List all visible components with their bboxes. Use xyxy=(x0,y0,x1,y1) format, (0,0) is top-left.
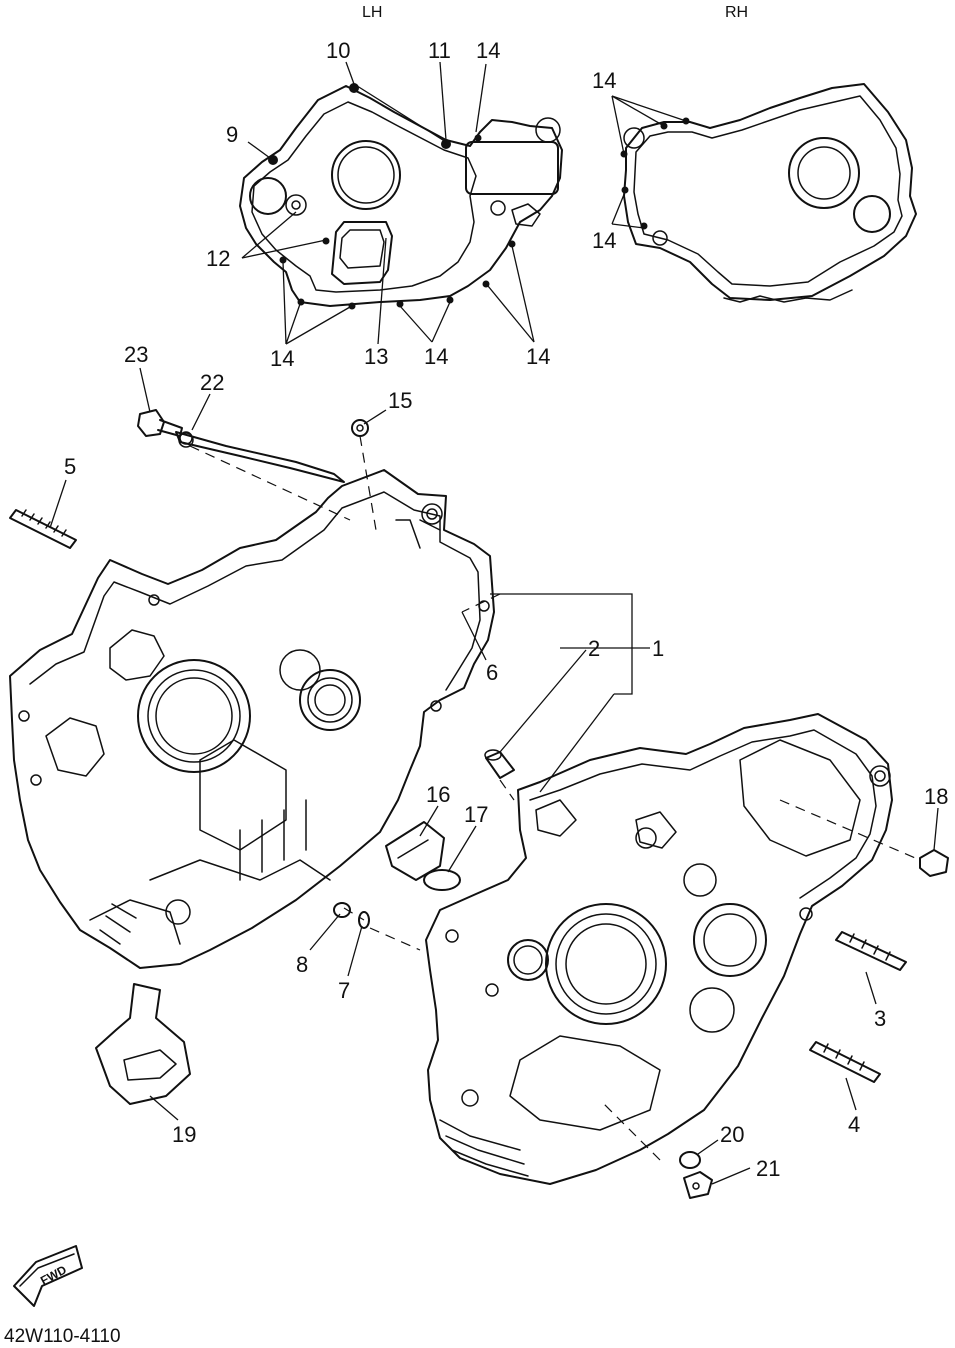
callout-17: 17 xyxy=(464,802,488,827)
callout-16: 16 xyxy=(426,782,450,807)
left-crankcase-half xyxy=(9,431,495,969)
callout-14-b: 14 xyxy=(270,346,294,371)
callout-22: 22 xyxy=(200,370,224,395)
rh-label: RH xyxy=(725,4,748,21)
lh-gasket xyxy=(239,83,563,310)
assembly-lines xyxy=(189,435,921,1161)
callout-19: 19 xyxy=(172,1122,196,1147)
callouts: 10 11 14 9 12 14 13 14 14 14 14 23 22 15… xyxy=(64,38,948,1181)
callout-7: 7 xyxy=(338,978,350,1003)
callout-5: 5 xyxy=(64,454,76,479)
dowel-pin-2 xyxy=(484,749,515,779)
callout-11: 11 xyxy=(428,38,451,63)
leader-lines xyxy=(49,61,939,1185)
callout-14-c: 14 xyxy=(424,344,448,369)
o-ring-7 xyxy=(358,911,370,929)
callout-2: 2 xyxy=(588,636,600,661)
callout-6: 6 xyxy=(486,660,498,685)
plate-21 xyxy=(683,1171,713,1199)
callout-3: 3 xyxy=(874,1006,886,1031)
callout-18: 18 xyxy=(924,784,948,809)
right-crankcase-half xyxy=(425,713,893,1185)
callout-1: 1 xyxy=(652,636,664,661)
dowel-pin-8 xyxy=(333,902,351,918)
stud-bolt-4 xyxy=(809,1041,881,1083)
diagram-code: 42W110-4110 xyxy=(4,1326,121,1347)
plug-16 xyxy=(385,821,445,881)
rh-gasket xyxy=(620,83,917,303)
stud-bolt-3 xyxy=(835,931,907,971)
callout-9: 9 xyxy=(226,122,238,147)
callout-10: 10 xyxy=(326,38,350,63)
callout-13: 13 xyxy=(364,344,388,369)
plug-18 xyxy=(919,849,949,877)
callout-20: 20 xyxy=(720,1122,744,1147)
fwd-arrow: FWD xyxy=(13,1245,83,1307)
plate-19 xyxy=(95,983,191,1105)
callout-4: 4 xyxy=(848,1112,860,1137)
callout-8: 8 xyxy=(296,952,308,977)
callout-23: 23 xyxy=(124,342,148,367)
stud-bolt-5 xyxy=(9,509,77,549)
bolt-23 xyxy=(137,409,193,445)
callout-21: 21 xyxy=(756,1156,780,1181)
callout-12: 12 xyxy=(206,246,230,271)
washer-20 xyxy=(679,1151,701,1169)
callout-15: 15 xyxy=(388,388,412,413)
callout-14-a: 14 xyxy=(476,38,500,63)
o-ring-17 xyxy=(423,869,461,891)
lh-label: LH xyxy=(362,4,382,21)
callout-14-e: 14 xyxy=(592,68,616,93)
callout-14-d: 14 xyxy=(526,344,550,369)
callout-14-f: 14 xyxy=(592,228,616,253)
